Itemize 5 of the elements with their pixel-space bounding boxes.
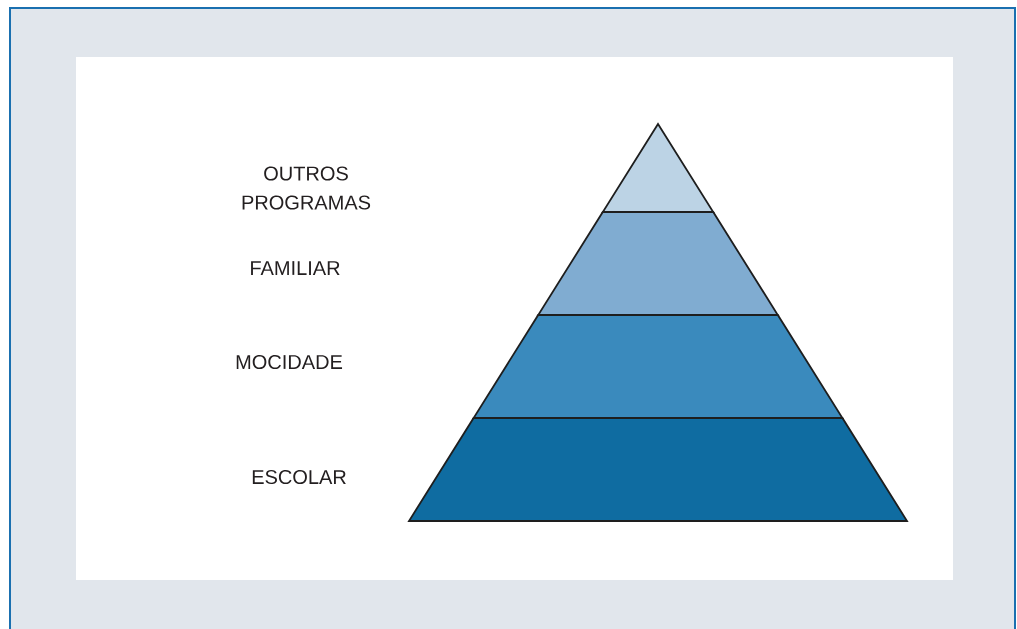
band-label: OUTROS PROGRAMAS (242, 166, 371, 210)
band-label: MOCIDADE (236, 354, 343, 370)
band-label: ESCOLAR (252, 469, 346, 485)
band-label: FAMILIAR (251, 261, 340, 275)
pyramid-band (472, 314, 845, 419)
